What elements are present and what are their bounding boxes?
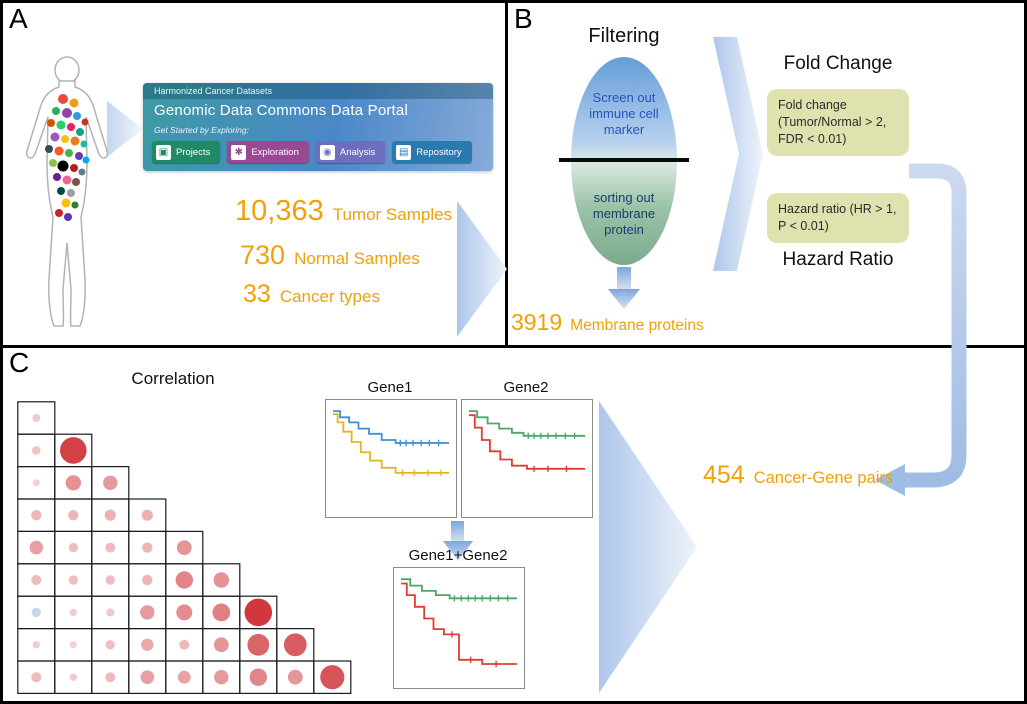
cancer-gene-pairs-value: 454	[703, 461, 745, 489]
fold-change-box: Fold change (Tumor/Normal > 2, FDR < 0.0…	[767, 89, 909, 156]
projects-button[interactable]: ▣ Projects	[152, 141, 221, 163]
filter-down-arrow-shaft	[617, 267, 631, 290]
exploration-icon: ✱	[231, 144, 247, 160]
repository-icon: ▤	[396, 144, 412, 160]
analysis-button[interactable]: ◉ Analysis	[315, 141, 386, 163]
analysis-icon: ◉	[319, 144, 335, 160]
fold-change-title: Fold Change	[783, 53, 893, 74]
filter-top-label: Screen out immune cell marker	[589, 90, 659, 137]
hazard-ratio-title: Hazard Ratio	[782, 249, 894, 270]
filter-divider-line	[559, 158, 689, 162]
gene2-title: Gene2	[503, 379, 549, 396]
gdc-portal-card: Harmonized Cancer Datasets Genomic Data …	[143, 83, 493, 171]
tumor-samples-value: 10,363	[235, 195, 324, 227]
stat-cancer-types: 33 Cancer types	[243, 280, 380, 309]
gene2-survival-plot	[461, 399, 593, 518]
filter-bottom-label: sorting out membrane protein	[592, 190, 656, 238]
gene1-title: Gene1	[367, 379, 413, 396]
analysis-button-label: Analysis	[339, 146, 376, 158]
cancer-types-value: 33	[243, 280, 271, 308]
panel-a-flow-arrow	[457, 201, 507, 337]
projects-icon: ▣	[156, 144, 171, 160]
panel-c-label: C	[9, 347, 30, 378]
cancer-types-label: Cancer types	[279, 287, 380, 306]
normal-samples-value: 730	[240, 240, 286, 270]
membrane-proteins-value: 3919	[511, 309, 563, 335]
panel-divider-vertical	[505, 3, 508, 347]
panel-b-label: B	[514, 3, 533, 34]
cancer-gene-pairs-label: Cancer-Gene pairs	[753, 469, 894, 487]
repository-button[interactable]: ▤ Repository	[392, 141, 472, 163]
cancer-type-dots	[45, 94, 90, 221]
stat-normal-samples: 730 Normal Samples	[240, 240, 420, 271]
gene1-survival-plot	[325, 399, 457, 518]
normal-samples-label: Normal Samples	[294, 249, 420, 268]
human-body-figure	[25, 56, 109, 327]
portal-tagline: Harmonized Cancer Datasets	[143, 83, 493, 99]
repository-button-label: Repository	[416, 146, 462, 158]
exploration-button-label: Exploration	[251, 146, 299, 158]
stat-tumor-samples: 10,363 Tumor Samples	[235, 195, 452, 228]
panel-b-chevron-arrow	[713, 37, 763, 271]
correlation-bubble-matrix	[17, 401, 352, 694]
portal-subtitle: Get Started by Exploring:	[154, 125, 249, 135]
tumor-samples-label: Tumor Samples	[332, 205, 453, 224]
membrane-proteins-label: Membrane proteins	[570, 317, 704, 334]
panel-c-flow-arrow	[599, 401, 697, 693]
filter-down-arrow-head	[608, 289, 640, 309]
portal-title: Genomic Data Commons Data Portal	[154, 102, 408, 119]
projects-button-label: Projects	[176, 146, 211, 158]
panel-a-label: A	[9, 3, 28, 34]
gene1-gene2-title: Gene1+Gene2	[408, 547, 508, 564]
membrane-proteins-result: 3919 Membrane proteins	[511, 309, 704, 336]
exploration-button[interactable]: ✱ Exploration	[227, 141, 309, 163]
gene1-gene2-survival-plot	[393, 567, 525, 689]
correlation-title: Correlation	[131, 369, 215, 388]
km-down-arrow-shaft	[451, 521, 464, 542]
hazard-ratio-box: Hazard ratio (HR > 1, P < 0.01)	[767, 193, 909, 243]
portal-buttons-row: ▣ Projects ✱ Exploration ◉ Analysis ▤ Re…	[152, 141, 472, 163]
panel-divider-horizontal	[3, 345, 1024, 348]
criteria-to-result-arrow	[905, 163, 967, 488]
filtering-title: Filtering	[588, 25, 660, 47]
cancer-gene-pairs-result: 454 Cancer-Gene pairs	[703, 461, 893, 490]
